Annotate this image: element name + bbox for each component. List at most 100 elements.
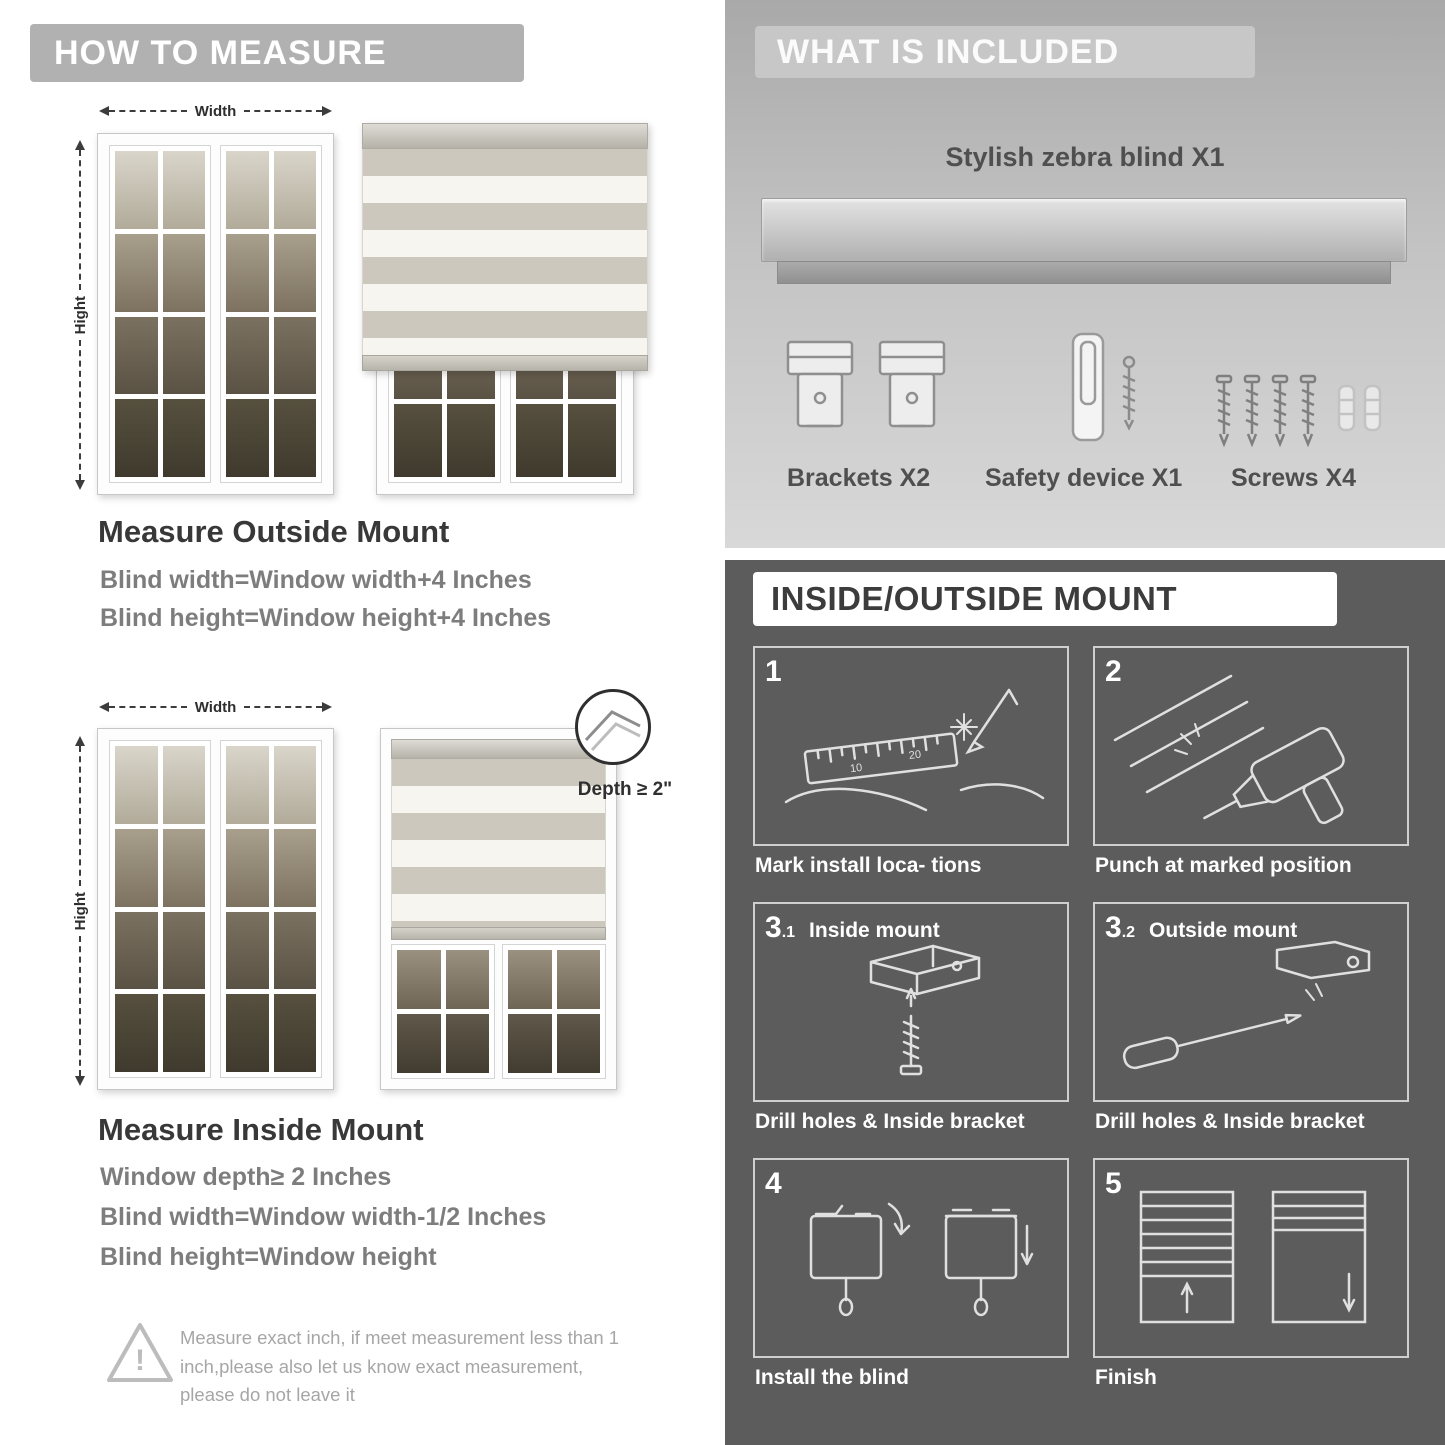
- step-number: 3: [1105, 911, 1122, 944]
- step-1-caption: Mark install loca- tions: [755, 854, 982, 877]
- height-arrow-outside: Hight: [71, 140, 89, 491]
- blind-cassette: [391, 739, 606, 759]
- window-pane: [273, 828, 316, 907]
- window-pane: [568, 403, 616, 477]
- width-label: Width: [194, 102, 237, 120]
- window-pane: [162, 994, 205, 1072]
- finish-illustration: [1139, 1190, 1367, 1324]
- inside-mount-blind-figure: [380, 728, 617, 1090]
- window-pane: [273, 316, 316, 395]
- window-pane: [446, 403, 495, 477]
- window-pane: [515, 403, 564, 477]
- how-to-measure-header: HOW TO MEASURE: [30, 24, 524, 82]
- what-is-included-header: WHAT IS INCLUDED: [755, 26, 1255, 78]
- step-number: 3: [765, 911, 782, 944]
- svg-text:10: 10: [849, 762, 863, 775]
- mark-location-illustration: 10 20: [784, 688, 1045, 812]
- window-pane: [226, 746, 269, 824]
- arrow-left-icon: [99, 702, 109, 712]
- blind-bottom-rail: [362, 355, 648, 371]
- step-3-1-caption: Drill holes & Inside bracket: [755, 1110, 1025, 1133]
- blind-cassette-illustration: [761, 198, 1407, 262]
- outside-mount-rule-1: Blind width=Window width+4 Inches: [100, 566, 532, 594]
- step-5-cell: 5: [1093, 1158, 1409, 1358]
- window-pane: [273, 746, 316, 824]
- zebra-blind-illustration: [362, 123, 648, 371]
- height-label: Hight: [71, 891, 89, 931]
- window-pane: [162, 399, 205, 477]
- inside-mount-rule-1: Window depth≥ 2 Inches: [100, 1163, 392, 1191]
- window-pane: [556, 950, 600, 1009]
- window-pane: [226, 316, 269, 395]
- inside-bracket-illustration: [869, 944, 981, 1076]
- arrow-down-icon: [75, 480, 85, 491]
- measure-warning-note: Measure exact inch, if meet measurement …: [180, 1327, 620, 1406]
- mount-guide-section: INSIDE/OUTSIDE MOUNT 1 1: [725, 560, 1445, 1445]
- step-3-2-cell: 3 .2 Outside mount: [1093, 902, 1409, 1102]
- window-sash: [391, 944, 495, 1079]
- window-pane: [115, 994, 158, 1072]
- height-label: Hight: [71, 295, 89, 335]
- window-pane: [226, 994, 269, 1072]
- window-pane: [397, 950, 441, 1009]
- step-2-caption: Punch at marked position: [1095, 854, 1352, 877]
- arrow-left-icon: [99, 106, 109, 116]
- window-pane: [115, 399, 158, 477]
- window-pane: [115, 911, 158, 990]
- blind-cassette: [362, 123, 648, 149]
- install-blind-illustration: [809, 1202, 1034, 1317]
- window-sash: [109, 740, 211, 1078]
- window-pane: [226, 151, 269, 229]
- window-sash: [109, 145, 211, 483]
- window-pane: [162, 746, 205, 824]
- window-pane: [397, 1014, 441, 1073]
- window-pane: [273, 399, 316, 477]
- window-illustration-outside: [97, 133, 334, 495]
- width-label: Width: [194, 698, 237, 716]
- depth-callout-circle: [575, 689, 651, 765]
- svg-text:!: !: [135, 1344, 145, 1377]
- step-3-2-caption: Drill holes & Inside bracket: [1095, 1110, 1365, 1133]
- step-number: 5: [1105, 1167, 1122, 1200]
- window-pane: [115, 233, 158, 312]
- safety-device-label: Safety device X1: [985, 464, 1183, 492]
- warning-icon: !: [107, 1323, 173, 1382]
- outside-bracket-illustration: [1122, 940, 1371, 1070]
- window-pane: [115, 151, 158, 229]
- step-number: 2: [1105, 655, 1122, 688]
- window-pane: [445, 950, 489, 1009]
- safety-device-icon: [1071, 332, 1136, 442]
- window-pane: [226, 828, 269, 907]
- blind-cassette-lip: [777, 261, 1391, 284]
- step-5-caption: Finish: [1095, 1366, 1157, 1389]
- height-arrow-inside: Hight: [71, 736, 89, 1087]
- svg-text:20: 20: [908, 749, 922, 762]
- window-pane: [115, 746, 158, 824]
- window-pane: [273, 151, 316, 229]
- window-pane: [162, 316, 205, 395]
- arrow-up-icon: [75, 736, 85, 746]
- window-pane: [115, 316, 158, 395]
- width-arrow-outside: Width: [99, 102, 333, 120]
- window-sash: [220, 740, 322, 1078]
- brackets-label: Brackets X2: [787, 464, 931, 492]
- blind-stripes: [391, 759, 606, 927]
- window-pane: [162, 233, 205, 312]
- window-illustration-inside: [97, 728, 334, 1090]
- brackets-icon: [786, 340, 946, 428]
- inside-mount-title: Measure Inside Mount: [98, 1112, 424, 1147]
- window-pane: [445, 1014, 489, 1073]
- product-label: Stylish zebra blind X1: [945, 142, 1225, 172]
- outside-mount-blind-figure: [362, 123, 648, 495]
- step-1-cell: 1 10 20: [753, 646, 1069, 846]
- screws-label: Screws X4: [1231, 464, 1357, 492]
- outside-mount-title: Measure Outside Mount: [98, 514, 450, 549]
- window-pane: [273, 233, 316, 312]
- window-sash: [502, 944, 606, 1079]
- window-pane: [273, 994, 316, 1072]
- window-pane: [162, 911, 205, 990]
- width-arrow-inside: Width: [99, 698, 333, 716]
- arrow-up-icon: [75, 140, 85, 150]
- step-number: 4: [765, 1167, 782, 1200]
